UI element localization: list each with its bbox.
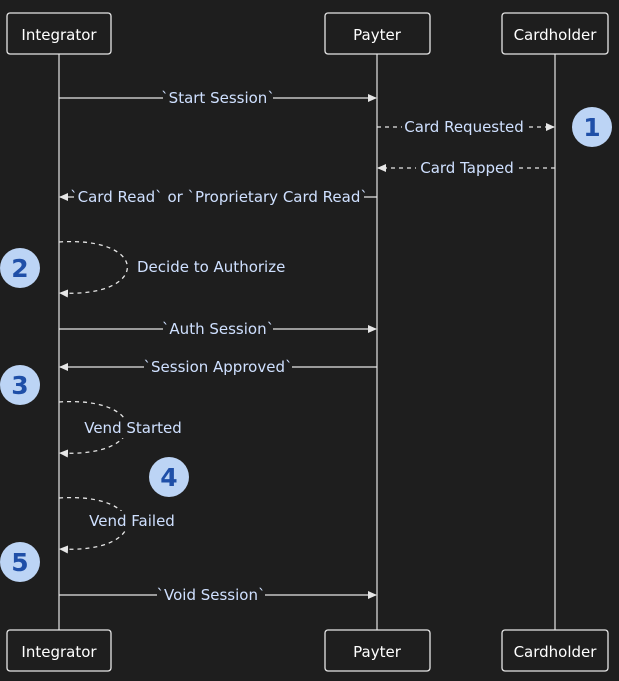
actor-label: Payter	[353, 26, 402, 44]
message-label: `Card Read` or `Proprietary Card Read`	[70, 188, 368, 206]
badge-number: 3	[11, 371, 28, 400]
step-badge-1: 1	[572, 107, 612, 147]
step-badge-3: 3	[0, 365, 40, 405]
message-label: `Void Session`	[157, 586, 266, 604]
message-label: Vend Failed	[89, 512, 175, 530]
actor-label: Payter	[353, 643, 402, 661]
badge-number: 4	[160, 463, 177, 492]
message-auth-session: `Auth Session`	[59, 319, 377, 339]
message-card-tapped: Card Tapped	[377, 158, 555, 178]
actor-label: Integrator	[21, 26, 97, 44]
actor-payter-top: Payter	[324, 12, 431, 55]
self-message-vend-failed: Vend Failed	[58, 496, 180, 554]
actor-integrator-bottom: Integrator	[6, 629, 112, 672]
actor-payter-bottom: Payter	[324, 629, 431, 672]
actor-integrator-top: Integrator	[6, 12, 112, 55]
step-badge-2: 2	[0, 248, 40, 288]
self-message-vend-started: Vend Started	[58, 400, 184, 458]
actor-label: Integrator	[21, 643, 97, 661]
message-label: Card Requested	[404, 118, 524, 136]
step-badge-4: 4	[149, 457, 189, 497]
message-card-requested: Card Requested	[377, 117, 555, 137]
badge-number: 1	[583, 113, 600, 142]
actor-cardholder-top: Cardholder	[501, 12, 609, 55]
message-void-session: `Void Session`	[59, 585, 377, 605]
badge-number: 2	[11, 254, 28, 283]
message-label: `Session Approved`	[144, 358, 293, 376]
message-label: `Auth Session`	[162, 320, 274, 338]
message-label: `Start Session`	[161, 89, 275, 107]
actor-label: Cardholder	[514, 26, 598, 44]
badge-number: 5	[11, 548, 28, 577]
message-label: Vend Started	[84, 419, 182, 437]
step-badge-5: 5	[0, 542, 40, 582]
actor-label: Cardholder	[514, 643, 598, 661]
message-label: Decide to Authorize	[137, 258, 285, 276]
actor-cardholder-bottom: Cardholder	[501, 629, 609, 672]
message-session-approved: `Session Approved`	[59, 357, 377, 377]
message-start-session: `Start Session`	[59, 88, 377, 108]
message-card-read: `Card Read` or `Proprietary Card Read`	[59, 187, 377, 207]
message-label: Card Tapped	[420, 159, 514, 177]
self-message-decide-to-authorize: Decide to Authorize	[58, 240, 287, 298]
